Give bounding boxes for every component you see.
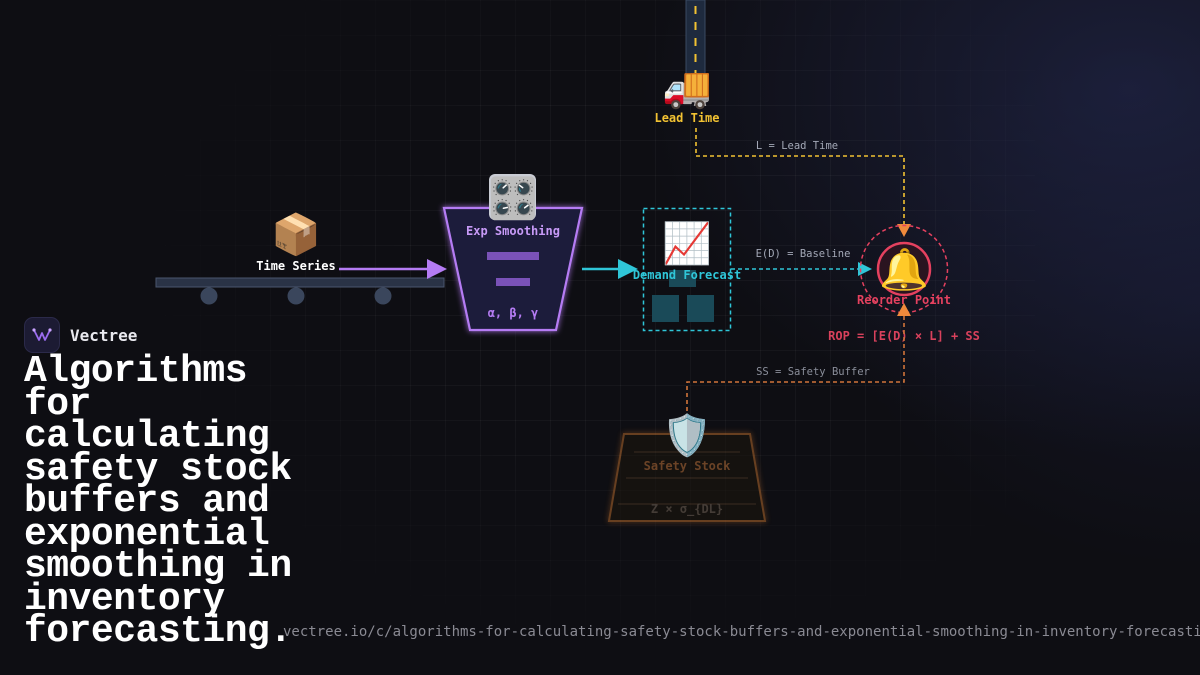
edge-safety-buffer bbox=[686, 303, 911, 418]
exp-smoothing-funnel bbox=[442, 206, 584, 332]
safety-stock-formula: Z × σ_{DL} bbox=[651, 502, 723, 517]
safety-stock-node: Safety Stock Z × σ_{DL} bbox=[607, 433, 767, 522]
rop-formula: ROP = [E(D) × L] + SS bbox=[828, 329, 980, 343]
chart-increasing-icon: 📈 bbox=[662, 220, 712, 267]
edge-label-lead-time: L = Lead Time bbox=[756, 140, 838, 152]
brand-name: Vectree bbox=[70, 325, 138, 345]
safety-stock-label: Safety Stock bbox=[644, 459, 731, 473]
conveyor-belt bbox=[155, 277, 445, 305]
control-knobs-icon: 🎛️ bbox=[488, 175, 538, 222]
knob-panel bbox=[489, 174, 536, 220]
edge-lead-time bbox=[695, 128, 911, 237]
reorder-point-label: Reorder Point bbox=[857, 293, 951, 307]
page-url[interactable]: vectree.io/c/algorithms-for-calculating-… bbox=[283, 624, 1200, 640]
arrow-smoothing-to-forecast bbox=[582, 259, 638, 279]
package-icon: 📦 bbox=[271, 211, 321, 258]
arrow-time-series-to-smoothing bbox=[339, 259, 447, 279]
bell-icon: 🔔 bbox=[879, 247, 929, 293]
brand[interactable]: Vectree bbox=[24, 317, 137, 353]
demand-forecast-label: Demand Forecast bbox=[633, 268, 741, 282]
smoothing-params: α, β, γ bbox=[488, 306, 539, 320]
demand-forecast-box bbox=[642, 207, 732, 332]
edge-baseline bbox=[731, 262, 872, 276]
shield-icon: 🛡️ bbox=[662, 412, 712, 459]
delivery-truck-icon: 🚚 bbox=[662, 65, 712, 111]
page-title: Algorithms for calculating safety stock … bbox=[24, 350, 292, 653]
vectree-logo-icon bbox=[24, 317, 60, 353]
background-grid bbox=[165, 0, 1035, 675]
time-series-label: Time Series bbox=[256, 259, 335, 273]
edge-label-safety-buffer: SS = Safety Buffer bbox=[756, 366, 870, 378]
edge-label-baseline: E(D) = Baseline bbox=[756, 248, 851, 260]
reorder-point-ring bbox=[859, 224, 949, 314]
road bbox=[685, 0, 706, 96]
exp-smoothing-label: Exp Smoothing bbox=[466, 224, 560, 238]
lead-time-label: Lead Time bbox=[654, 111, 719, 125]
